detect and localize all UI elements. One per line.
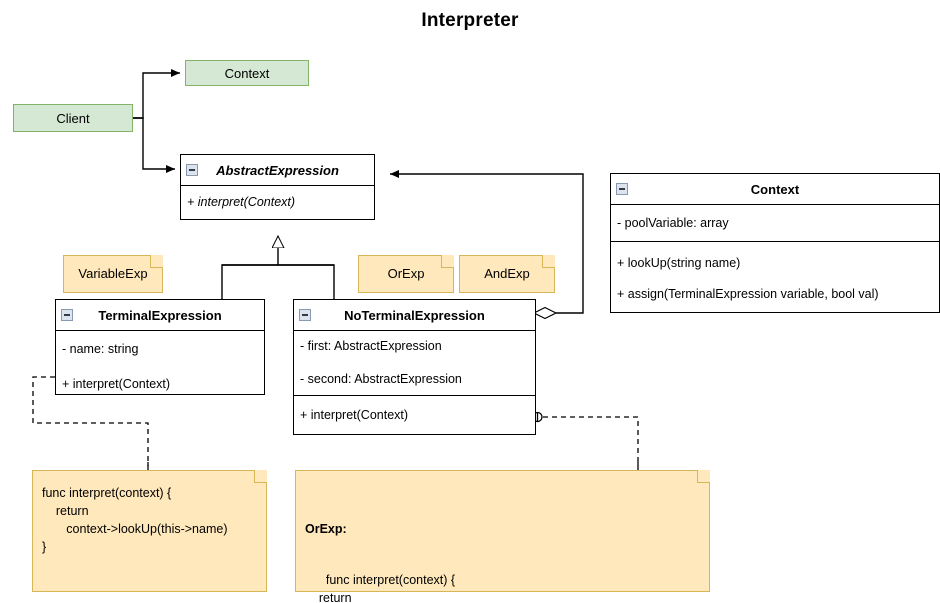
class-terminalexpression[interactable]: TerminalExpression - name: string + inte… <box>55 299 265 395</box>
note-body <box>459 255 555 293</box>
note-body <box>63 255 163 293</box>
client-label: Client <box>56 110 90 126</box>
context-methods: + lookUp(string name) + assign(TerminalE… <box>611 241 939 312</box>
note-variableexp[interactable]: VariableExp <box>63 255 163 293</box>
uml-member: - second: AbstractExpression <box>300 372 462 386</box>
note-label: AndExp <box>484 265 530 281</box>
abstractexpression-methods: + interpret(Context) <box>181 186 374 219</box>
note-terminal-code[interactable]: func interpret(context) { return context… <box>32 470 267 592</box>
context-name: Context <box>750 181 800 197</box>
note-code-text: func interpret(context) { return context… <box>42 486 228 555</box>
note-andexp[interactable]: AndExp <box>459 255 555 293</box>
note-link-noterminal <box>532 411 639 470</box>
note-body <box>295 470 710 592</box>
noterminalexpression-methods: + interpret(Context) <box>294 395 535 434</box>
abstractexpression-name: AbstractExpression <box>216 162 339 178</box>
uml-member: - name: string <box>62 341 139 356</box>
minus-square-icon[interactable] <box>186 164 198 176</box>
terminalexpression-name: TerminalExpression <box>98 307 222 323</box>
minus-square-icon[interactable] <box>299 309 311 321</box>
uml-member: + interpret(Context) <box>62 376 171 391</box>
edge-client-to-abstractexpression <box>133 117 175 173</box>
uml-member: + lookUp(string name) <box>617 256 741 270</box>
uml-member: + interpret(Context) <box>187 195 296 209</box>
note-label: OrExp <box>387 265 425 281</box>
note-fold-corner <box>254 470 267 483</box>
uml-member: - poolVariable: array <box>617 215 729 230</box>
edge-client-to-context <box>133 69 180 119</box>
class-abstractexpression[interactable]: AbstractExpression + interpret(Context) <box>180 154 375 220</box>
note-body <box>32 470 267 592</box>
note-orexp[interactable]: OrExp <box>358 255 454 293</box>
note-body <box>358 255 454 293</box>
minus-square-icon[interactable] <box>61 309 73 321</box>
context-attributes: - poolVariable: array <box>611 205 939 241</box>
note-noterminal-code[interactable]: OrExp: func interpret(context) { return … <box>295 470 710 603</box>
edge-aggregation-noterminal-to-abstract <box>390 170 584 320</box>
context-simple-label: Context <box>224 65 270 81</box>
note-fold-corner <box>542 255 555 268</box>
noterminalexpression-attributes: - first: AbstractExpression - second: Ab… <box>294 331 535 395</box>
class-context[interactable]: Context - poolVariable: array + lookUp(s… <box>610 173 940 313</box>
class-noterminalexpression[interactable]: NoTerminalExpression - first: AbstractEx… <box>293 299 536 435</box>
noterminalexpression-header: NoTerminalExpression <box>294 300 535 331</box>
terminalexpression-header: TerminalExpression <box>56 300 264 331</box>
uml-member: + assign(TerminalExpression variable, bo… <box>617 287 879 301</box>
note-code-text: func interpret(context) { return first->… <box>318 572 456 603</box>
note-fold-corner <box>150 255 163 268</box>
context-simple-box[interactable]: Context <box>185 60 309 86</box>
page-title: Interpreter <box>421 10 519 31</box>
note-code-block: OrExp: func interpret(context) { return … <box>295 470 710 603</box>
uml-member: - first: AbstractExpression <box>300 339 442 353</box>
note-label: VariableExp <box>78 265 148 281</box>
client-box[interactable]: Client <box>13 104 133 132</box>
note-fold-corner <box>441 255 454 268</box>
minus-square-icon[interactable] <box>616 183 628 195</box>
abstractexpression-header: AbstractExpression <box>181 155 374 186</box>
noterminalexpression-name: NoTerminalExpression <box>344 307 485 323</box>
context-header: Context <box>611 174 939 205</box>
note-code-title: OrExp: <box>305 522 347 537</box>
edge-generalization <box>221 236 335 300</box>
note-fold-corner <box>697 470 710 483</box>
terminalexpression-members: - name: string + interpret(Context) <box>56 331 264 394</box>
uml-member: + interpret(Context) <box>300 407 409 422</box>
